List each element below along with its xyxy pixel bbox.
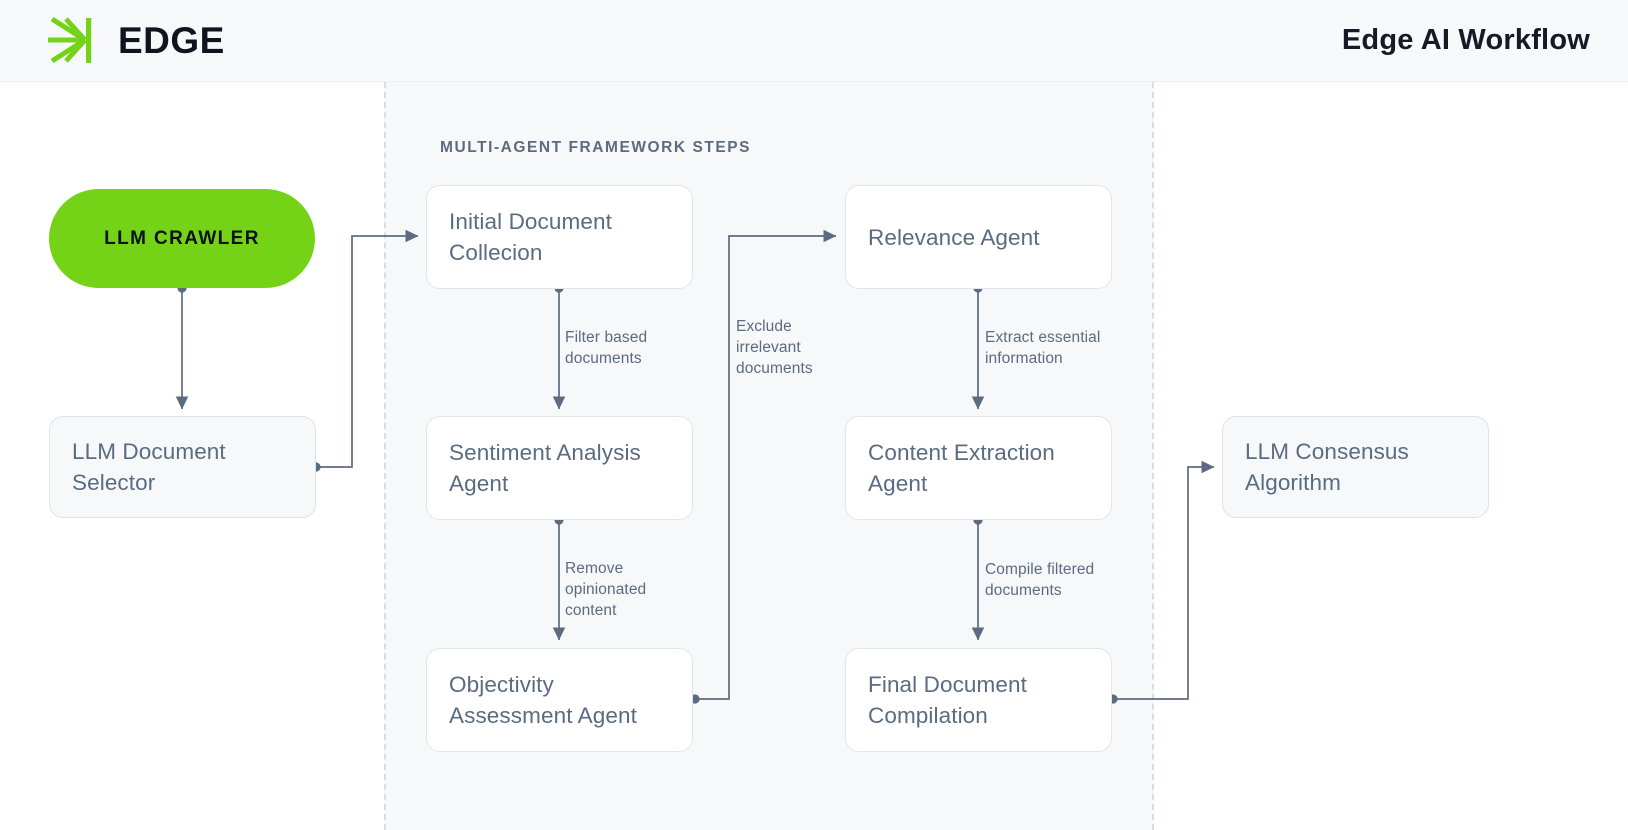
node-relevance-agent[interactable]: Relevance Agent [845,185,1112,289]
brand: EDGE [44,13,225,69]
node-llm-consensus-algorithm-label: LLM Consensus Algorithm [1245,439,1409,495]
group-label: MULTI-AGENT FRAMEWORK STEPS [440,139,752,156]
node-llm-crawler-label: LLM CRAWLER [104,227,260,249]
node-objectivity-assessment-agent[interactable]: Objectivity Assessment Agent [426,648,693,752]
node-content-extraction-agent-label: Content Extraction Agent [868,440,1055,496]
brand-name: EDGE [118,20,225,61]
app-header: EDGE Edge AI Workflow [0,0,1628,82]
node-final-document-compilation-label: Final Document Compilation [868,672,1027,728]
edge-label-filter-based-documents: Filter based documents [565,329,648,367]
node-llm-document-selector-label: LLM Document Selector [72,439,226,495]
diagram-canvas: MULTI-AGENT FRAMEWORK STEPS [0,82,1628,830]
node-initial-document-collection-label: Initial Document Collecion [449,209,612,265]
node-final-document-compilation[interactable]: Final Document Compilation [845,648,1112,752]
node-sentiment-analysis-agent-label: Sentiment Analysis Agent [449,440,641,496]
edge-label-exclude-irrelevant-documents: Exclude irrelevant documents [736,318,813,377]
node-content-extraction-agent[interactable]: Content Extraction Agent [845,416,1112,520]
edge-label-remove-opinionated-content: Remove opinionated content [565,560,647,619]
page-title: Edge AI Workflow [1341,24,1590,56]
edge-label-compile-filtered-documents: Compile filtered documents [985,561,1095,599]
node-llm-consensus-algorithm[interactable]: LLM Consensus Algorithm [1222,416,1489,518]
node-objectivity-assessment-agent-label: Objectivity Assessment Agent [449,672,637,728]
node-llm-document-selector[interactable]: LLM Document Selector [49,416,316,518]
node-relevance-agent-label: Relevance Agent [868,224,1040,250]
node-sentiment-analysis-agent[interactable]: Sentiment Analysis Agent [426,416,693,520]
node-initial-document-collection[interactable]: Initial Document Collecion [426,185,693,289]
edge-burst-logo-icon [48,16,92,63]
node-llm-crawler[interactable]: LLM CRAWLER [49,189,315,288]
edge-label-extract-essential-information: Extract essential information [985,329,1101,367]
